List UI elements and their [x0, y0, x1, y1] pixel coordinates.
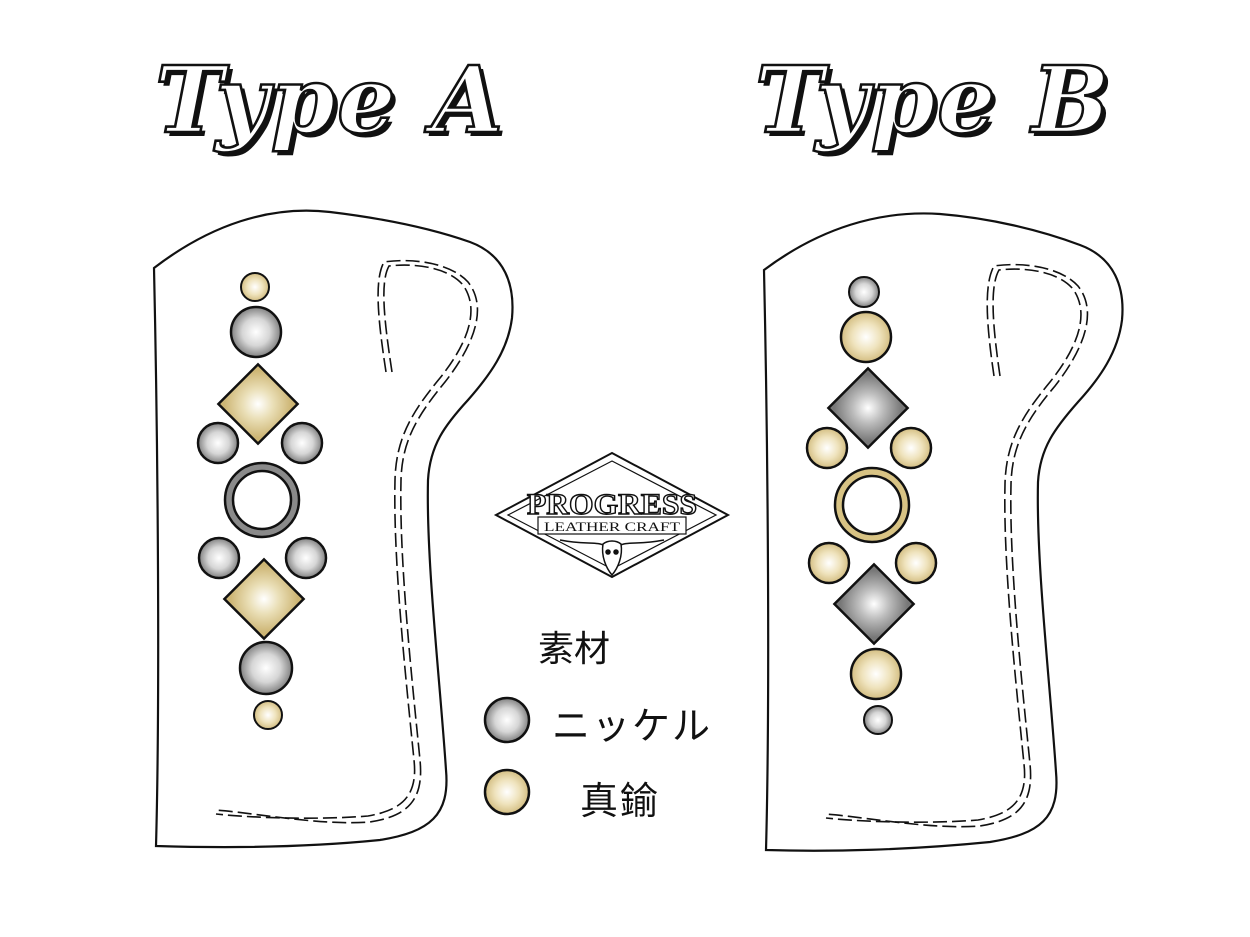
type-a-title: Type A	[154, 45, 506, 156]
stud-a-6	[284, 536, 328, 580]
legend-title: 素材	[538, 629, 611, 670]
diamond-b-1	[826, 366, 910, 450]
legend-brass-swatch	[483, 768, 531, 816]
stud-b-7	[849, 647, 903, 701]
stitch-line-a-inner	[215, 264, 472, 819]
stud-a-4	[280, 421, 324, 465]
logo-subtitle: LEATHER CRAFT	[544, 519, 680, 534]
type-b-title: Type B	[754, 45, 1112, 156]
stud-a-3	[196, 421, 240, 465]
stud-b-1	[848, 276, 880, 308]
stud-a-7	[238, 640, 294, 696]
longhorn-skull-icon	[559, 539, 665, 577]
ring-a-hole	[231, 469, 293, 531]
diamond-a-1	[216, 362, 300, 446]
stud-b-8	[863, 705, 893, 735]
legend-brass-label: 真鍮	[580, 779, 661, 823]
ring-b-hole	[841, 474, 903, 536]
leather-panel-b	[762, 212, 1124, 852]
stitch-line-b-inner	[825, 268, 1082, 823]
diamond-a-2	[222, 557, 306, 641]
type-b-concho-set	[805, 276, 938, 735]
logo-wordmark: PROGRESS	[527, 488, 697, 521]
diamond-b-2	[832, 562, 916, 646]
stud-a-8	[253, 700, 283, 730]
stud-a-2	[229, 305, 283, 359]
stud-b-5	[807, 541, 851, 585]
stud-b-3	[805, 426, 849, 470]
leather-panel-a	[152, 209, 514, 849]
progress-leather-craft-logo: PROGRESS LEATHER CRAFT	[493, 451, 731, 579]
stud-b-2	[839, 310, 893, 364]
stitch-line-a	[213, 259, 479, 824]
stud-b-6	[894, 541, 938, 585]
legend-nickel-label: ニッケル	[552, 704, 713, 748]
stud-b-4	[889, 426, 933, 470]
type-a-concho-set	[196, 272, 328, 730]
stitch-line-b	[823, 263, 1089, 828]
stud-a-5	[197, 536, 241, 580]
stud-a-1	[240, 272, 270, 302]
legend-nickel-swatch	[483, 696, 531, 744]
